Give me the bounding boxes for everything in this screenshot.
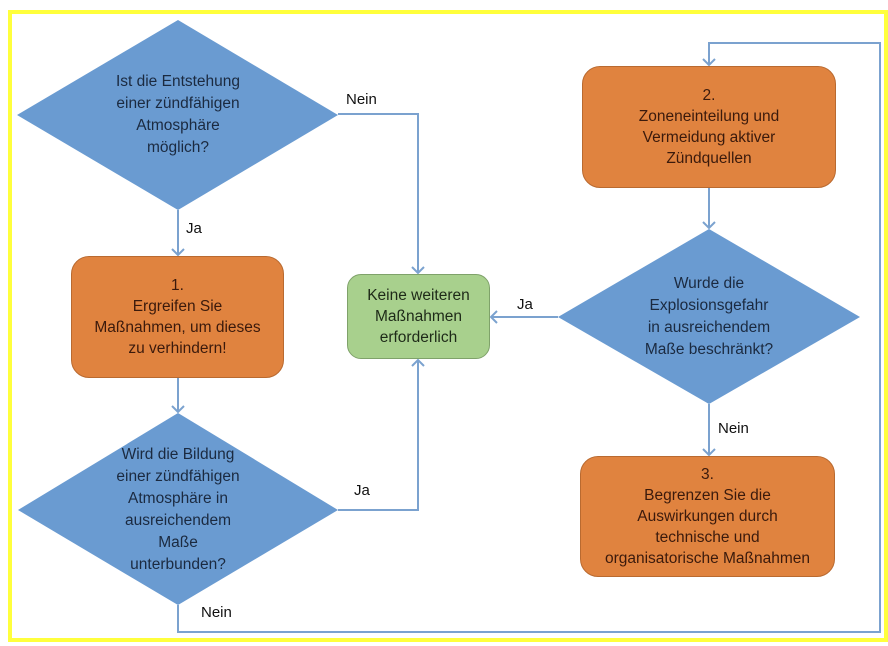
edge-d2-no bbox=[177, 42, 881, 633]
decision-2-diamond bbox=[18, 413, 338, 605]
terminal-box: Keine weiteren Maßnahmen erforderlich bbox=[347, 274, 490, 359]
label-d2-no: Nein bbox=[201, 604, 232, 621]
diagram-frame bbox=[8, 10, 888, 642]
label-d1-yes: Ja bbox=[186, 220, 202, 237]
action-2-box: 2. Zoneneinteilung und Vermeidung aktive… bbox=[582, 66, 836, 188]
decision-1-diamond bbox=[17, 20, 338, 210]
label-d3-no: Nein bbox=[718, 420, 749, 437]
label-d3-yes: Ja bbox=[517, 296, 533, 313]
decision-2-text: Wird die Bildung einer zündfähigen Atmos… bbox=[116, 446, 240, 573]
edge-d1-no bbox=[338, 113, 425, 275]
label-d2-yes: Ja bbox=[354, 482, 370, 499]
decision-1-text: Ist die Entstehung einer zündfähigen Atm… bbox=[115, 73, 241, 156]
action-1-box: 1. Ergreifen Sie Maßnahmen, um dieses zu… bbox=[71, 256, 284, 378]
action-3-box: 3. Begrenzen Sie die Auswirkungen durch … bbox=[580, 456, 835, 577]
decision-3-text: Wurde die Explosionsgefahr in ausreichen… bbox=[644, 275, 774, 358]
edge-d2-yes bbox=[338, 358, 425, 511]
decision-3-diamond bbox=[558, 229, 860, 404]
label-d1-no: Nein bbox=[346, 91, 377, 108]
